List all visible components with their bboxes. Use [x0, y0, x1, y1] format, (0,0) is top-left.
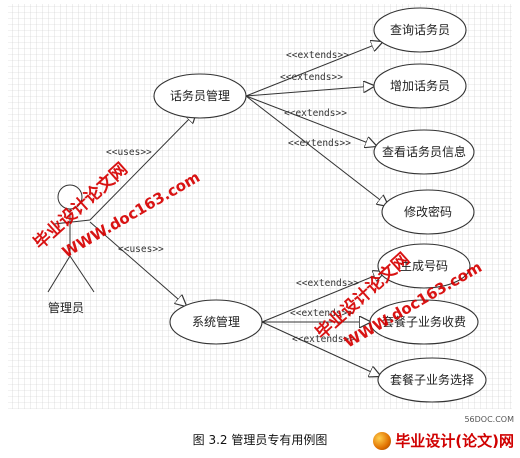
relation-extends-label-5: <<extends>>	[296, 278, 359, 289]
footer-logo: 毕业设计(论文)网	[373, 430, 514, 451]
use-case-change-password[interactable]	[381, 189, 475, 235]
relation-extends-label-7: <<extends>>	[292, 334, 355, 345]
use-case-label-change-password: 修改密码	[404, 204, 452, 219]
connectors	[89, 42, 388, 376]
use-case-label-view-staff-info: 查看话务员信息	[382, 144, 466, 159]
use-case-call-staff-mgmt[interactable]	[153, 73, 247, 119]
figure-caption: 图 3.2 管理员专有用例图	[192, 433, 328, 447]
use-case-system-mgmt[interactable]	[169, 299, 263, 345]
use-case-add-staff[interactable]	[373, 63, 467, 109]
actor-leg-right	[69, 255, 95, 293]
edge-callstaff-password	[245, 95, 388, 206]
relation-extends-label-3: <<extends>>	[284, 108, 347, 119]
use-case-view-staff-info[interactable]	[373, 129, 475, 175]
use-case-generate-number[interactable]	[377, 243, 471, 289]
use-case-package-billing[interactable]	[369, 299, 479, 345]
edge-callstaff-view	[245, 95, 376, 146]
edge-callstaff-add	[245, 86, 374, 97]
edge-actor-system	[89, 221, 186, 306]
use-case-labels: 话务员管理 系统管理 查询话务员 增加话务员 查看话务员信息 修改密码 生成号码…	[170, 22, 474, 387]
edge-system-select	[261, 321, 380, 376]
use-case-label-system-mgmt: 系统管理	[192, 314, 240, 329]
use-case-package-select[interactable]	[377, 357, 487, 403]
relation-extends-label-6: <<extends>>	[290, 308, 353, 319]
footer-logo-text: 毕业设计(论文)网	[395, 432, 514, 450]
relation-uses-label-1: <<uses>>	[106, 147, 152, 158]
relation-uses-label-2: <<uses>>	[118, 244, 164, 255]
edge-system-generate	[261, 272, 384, 323]
actor-arms	[53, 219, 91, 225]
edge-callstaff-query	[245, 42, 382, 97]
actor-leg-left	[47, 255, 71, 293]
footer-site-text: 56DOC.COM	[464, 415, 514, 424]
relation-extends-label-4: <<extends>>	[288, 138, 351, 149]
actor-admin[interactable]	[47, 184, 95, 293]
relation-extends-label-1: <<extends>>	[286, 50, 349, 61]
use-case-label-call-staff-mgmt: 话务员管理	[170, 88, 230, 103]
use-case-label-package-billing: 套餐子业务收费	[382, 314, 466, 329]
logo-icon	[373, 431, 392, 450]
use-case-query-staff[interactable]	[373, 7, 467, 53]
relation-extends-label-2: <<extends>>	[280, 72, 343, 83]
relation-labels: <<uses>> <<uses>> <<extends>> <<extends>…	[106, 50, 359, 345]
use-case-label-query-staff: 查询话务员	[390, 22, 450, 37]
edge-actor-callstaff	[89, 112, 196, 221]
use-cases	[153, 7, 487, 403]
use-case-label-package-select: 套餐子业务选择	[390, 372, 474, 387]
use-case-label-generate-number: 生成号码	[400, 259, 448, 273]
actor-label: 管理员	[48, 300, 84, 315]
use-case-label-add-staff: 增加话务员	[390, 78, 450, 93]
